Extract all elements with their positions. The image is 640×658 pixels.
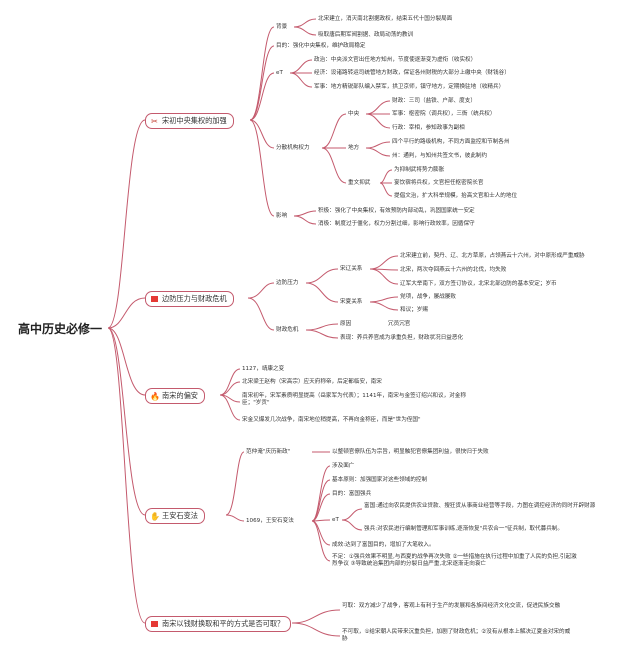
section-label: 宋初中央集权的加强: [162, 116, 227, 125]
node-fiscal-cause: 原因: [340, 321, 352, 327]
node-local-item: 四个平行的路级机构，不同方面监控和节制各州: [392, 139, 510, 145]
node-measure-item: 政治：中央派文官出任地方知州，节度使逐渐变为虚衔（收实权）: [314, 57, 477, 63]
node-wang-item: 目的：富国强兵: [332, 491, 372, 497]
node-southern-song-item: 南宋初年，宋军素质明显提高（岳家军为代表）；1141年，南宋与金签订绍兴和议，对…: [242, 393, 466, 406]
node-civil-item: 宴饮宿将兵权，文官担任枢密院长官: [394, 180, 484, 186]
node-background-item: 吸取唐后期军阀割据、政局动荡的教训: [318, 32, 414, 38]
node-wang-result: 成效:达到了富国目的，增加了大笔收入。: [332, 542, 435, 548]
link-root-s2: [107, 297, 146, 329]
node-wang-shortfall: 不足：①强兵效果不明显,与西夏的战争再次失败 ②一些措施在执行过程中加重了人民的…: [332, 554, 577, 567]
node-money-yes: 可取：双方减少了战争，客观上有利于生产的发展和各族间经济文化交流，促进民族交融: [342, 603, 561, 609]
node-wang-eT-item: 富国:通过向农民提供农业贷款、搜狂货从事商业经营等手段，力图在调控经济的同时开辟…: [364, 503, 596, 509]
node-central-item: 财政：三司（盐铁、户部、度支）: [392, 98, 476, 104]
link-root-s4: [107, 327, 146, 516]
node-impact: 影响: [276, 213, 288, 219]
node-impact-item: 积极：强化了中央集权，有效预防内部动乱，巩固国家统一安定: [318, 208, 475, 214]
node-power-split: 分散机构权力: [276, 145, 310, 151]
node-civil-item: 提倡文治，扩大科举规模，抬高文官和士人的地位: [394, 193, 518, 199]
node-fiscal-symptom: 表现：养兵养官成为承重负担，财政状况日益恶化: [340, 335, 464, 341]
node-xia: 宋夏关系: [340, 299, 363, 305]
node-southern-song-item: 宋金又爆发几次战争，南宋地位稍提高，不再向金称臣，而是"世为侄国": [242, 417, 421, 423]
section-label: 南宋的偏安: [162, 391, 198, 400]
node-liao-item: 北宋，两次夺回燕云十六州的北伐，均失败: [400, 267, 507, 273]
node-wang: 1069，王安石变法: [246, 518, 294, 524]
node-central-item: 军事：枢密院（调兵权），三衙（统兵权）: [392, 111, 496, 117]
section-label: 边防压力与财政危机: [162, 294, 227, 303]
link-root-s3: [107, 327, 146, 396]
node-fiscal-cause-value: 冗员冗官: [388, 321, 411, 327]
node-liao-item: 辽军大举南下，双方签订协议，北宋北部边防的基本安定；岁币: [400, 281, 557, 287]
link-root-s1: [107, 119, 146, 329]
node-central: 中央: [348, 111, 360, 117]
section-central-power[interactable]: ✂ 宋初中央集权的加强: [145, 113, 234, 129]
node-wang-eT: eT: [332, 517, 339, 523]
node-civil-item: 为抑制武将势力膨胀: [394, 167, 445, 173]
node-qingli: 范仲淹"庆历新政": [246, 449, 291, 455]
scissors-icon: ✂: [151, 116, 158, 126]
node-measure-item: 军事：地方精锐部队编入禁军，拱卫京师，镇守地方，定期换驻地（收精兵）: [314, 84, 505, 90]
node-southern-song-item: 北宋梁王赵构（宋高宗）应天府称帝，后定都临安，南宋: [242, 379, 382, 385]
node-qingli-value: 以整顿官僚队伍为宗旨，明显触犯官僚集团利益，很快归于失败: [332, 449, 489, 455]
node-southern-song-item: 1127，靖康之变: [242, 366, 285, 372]
node-central-item: 行政：宰相，参知政事为副相: [392, 125, 465, 131]
node-background: 背景: [276, 24, 288, 30]
node-xia-item: 党项，战争，屡战屡败: [400, 294, 456, 300]
section-label: 王安石变法: [162, 511, 198, 520]
node-measures: eT: [276, 70, 283, 76]
node-wang-item: 基本原则：加强国家对这些领域的控制: [332, 477, 428, 483]
red-flag-icon: [150, 620, 159, 629]
section-border-fiscal[interactable]: 边防压力与财政危机: [145, 291, 234, 307]
section-wang-reform[interactable]: ✋ 王安石变法: [145, 508, 205, 524]
section-money-for-peace[interactable]: 南宋以钱财换取和平的方式是否可取？: [145, 616, 292, 632]
node-money-no: 不可取，①给宋朝人民带来沉重负担，加剧了财政危机；②没有从根本上解决辽夏金对宋的…: [342, 629, 571, 642]
node-background-item: 北宋建立，消灭南北割据政权，结束五代十国分裂局面: [318, 16, 453, 22]
node-wang-item: 涉及面广: [332, 463, 355, 469]
node-purpose: 目的：强化中央集权，维护政局稳定: [276, 43, 366, 49]
node-fiscal: 财政危机: [276, 327, 299, 333]
node-measure-item: 经济：设诸路转运司统管地方财政，保证各州财税的大部分上缴中央（财钱谷）: [314, 70, 510, 76]
fire-icon: 🔥: [150, 391, 160, 401]
node-border: 边防压力: [276, 280, 299, 286]
node-xia-item: 和议；岁赐: [400, 307, 428, 313]
section-label: 南宋以钱财换取和平的方式是否可取？: [162, 619, 285, 628]
node-civil: 重文抑武: [348, 180, 371, 186]
root-title: 高中历史必修一: [18, 322, 103, 336]
node-local: 地方: [348, 145, 360, 151]
node-liao-item: 北宋建立前，契丹、辽、北方草原，占领燕云十六州，对中原形成严重威胁: [400, 253, 585, 259]
red-flag-icon: [150, 295, 159, 304]
node-local-item: 州：通判，与知州共签文书，彼此制约: [392, 153, 488, 159]
section-southern-song[interactable]: 🔥 南宋的偏安: [145, 388, 205, 404]
link-root-s5: [107, 327, 146, 624]
node-wang-eT-item: 强兵:对农民进行编制管理和军事训练,逐渐恢复"兵农合一"征兵制，取代募兵制。: [364, 526, 563, 532]
node-liao: 宋辽关系: [340, 266, 363, 272]
node-impact-item: 消极：制度过于僵化，权力分割过细，影响行政效率，因循保守: [318, 221, 475, 227]
hand-icon: ✋: [150, 511, 160, 521]
